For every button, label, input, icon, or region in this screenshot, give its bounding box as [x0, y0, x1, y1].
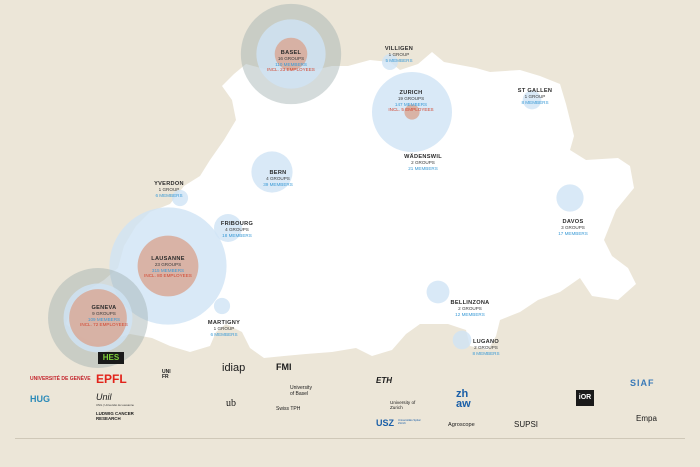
city-members: 147 MEMBERS [394, 101, 428, 107]
bern-members-bubble [251, 151, 293, 193]
geneva-employees-bubble [69, 289, 127, 347]
city-groups: 23 GROUPS [154, 262, 182, 268]
city-name: BERN [269, 170, 287, 176]
davos-members-bubble [556, 184, 584, 212]
city-members: 110 MEMBERS [275, 61, 307, 67]
uzh-logo: University of Zurich [390, 400, 416, 411]
basel-employees-bubble [274, 37, 308, 71]
yverdon-members-bubble [171, 189, 189, 207]
city-members: 12 MEMBERS [455, 311, 485, 317]
city-name: ST GALLEN [517, 88, 553, 94]
city-members: 17 MEMBERS [558, 230, 588, 236]
st-gallen-members-bubble [522, 90, 542, 110]
city-groups: 1 GROUP [213, 326, 235, 332]
city-groups: 2 GROUPS [411, 160, 435, 166]
idiap-logo: idiap [222, 362, 246, 374]
city-members: 18 MEMBERS [222, 232, 252, 238]
city-employees: INCL. 5 EMPLOYEES [388, 106, 434, 112]
city-groups: 4 GROUPS [225, 227, 249, 233]
unifr-logo: UNI FR [162, 369, 171, 380]
city-name: WÄDENSWIL [404, 154, 442, 160]
city-groups: 1 GROUP [388, 52, 410, 58]
martigny-members-bubble [213, 297, 231, 315]
city-groups: 19 GROUPS [397, 96, 425, 102]
fribourg-members-bubble [213, 213, 243, 243]
partner-logos: HES UNIVERSITÉ DE GENÈVE HUG EPFL Unil U… [0, 340, 700, 467]
city-name: GENEVA [91, 305, 117, 311]
city-name: BELLINZONA [450, 300, 490, 306]
hug-logo: HUG [30, 394, 50, 404]
unil-sub-logo: UNIL | Université de Lausanne [96, 403, 134, 407]
empa-logo: Empa [636, 414, 657, 423]
city-members: 6 MEMBERS [155, 192, 183, 198]
eth-logo: ETH [376, 376, 392, 385]
zhaw-logo: zh aw [456, 388, 471, 410]
unige-logo: UNIVERSITÉ DE GENÈVE [30, 376, 91, 382]
unil-logo: Unil [96, 392, 112, 402]
siaf-logo: SIAF [630, 378, 655, 388]
city-members: 21 MEMBERS [408, 165, 438, 171]
city-employees: INCL. 72 EMPLOYEES [80, 321, 128, 327]
city-name: ZURICH [399, 90, 423, 96]
city-name: VILLIGEN [384, 46, 414, 52]
city-name: FRIBOURG [220, 221, 254, 227]
ub-logo: ub [226, 398, 236, 409]
zurich-employees-bubble [404, 104, 420, 120]
city-members: 39 MEMBERS [263, 181, 293, 187]
city-groups: 1 GROUP [524, 94, 546, 100]
ior-logo: iOR [576, 390, 594, 406]
city-members: 8 MEMBERS [521, 99, 549, 105]
city-name: MARTIGNY [207, 320, 241, 326]
city-groups: 2 GROUPS [458, 306, 482, 312]
ludwig-logo: LUDWIG CANCER RESEARCH [96, 411, 134, 421]
city-groups: 2 GROUPS [474, 345, 498, 351]
city-name: LAUSANNE [151, 256, 185, 262]
city-members: 5 MEMBERS [385, 57, 413, 63]
city-groups: 1 GROUP [158, 187, 180, 193]
lausanne-employees-bubble [137, 235, 199, 297]
city-members: 109 MEMBERS [87, 316, 121, 322]
city-groups: 4 GROUPS [266, 176, 290, 182]
city-members: 6 MEMBERS [210, 331, 238, 337]
city-groups: 16 GROUPS [277, 56, 305, 62]
city-employees: INCL. 23 EMPLOYEES [267, 66, 315, 72]
fmi-logo: FMI [276, 362, 292, 372]
epfl-logo: EPFL [96, 372, 127, 386]
city-name: YVERDON [154, 181, 184, 187]
bellinzona-members-bubble [426, 280, 450, 304]
city-groups: 9 GROUPS [92, 311, 116, 317]
supsi-logo: SUPSI [514, 420, 539, 429]
city-members: 315 MEMBERS [151, 267, 185, 273]
city-name: DAVOS [562, 219, 584, 225]
city-name: LUGANO [472, 339, 500, 345]
swisstph-logo: Swiss TPH [276, 406, 301, 412]
city-name: BASEL [280, 50, 302, 56]
lugano-members-bubble [452, 330, 472, 350]
agroscope-logo: Agroscope [448, 422, 475, 428]
city-members: 8 MEMBERS [472, 350, 500, 356]
city-groups: 3 GROUPS [561, 225, 585, 231]
villigen-members-bubble [382, 54, 398, 70]
footer-divider [15, 438, 685, 439]
city-employees: INCL. 80 EMPLOYEES [144, 272, 192, 278]
hes-logo: HES [98, 352, 124, 364]
usz-sub-logo: Universitäts Spital Zürich [398, 418, 421, 426]
unibas-logo: University of Basel [290, 385, 312, 397]
usz-logo: USZ [376, 418, 394, 428]
